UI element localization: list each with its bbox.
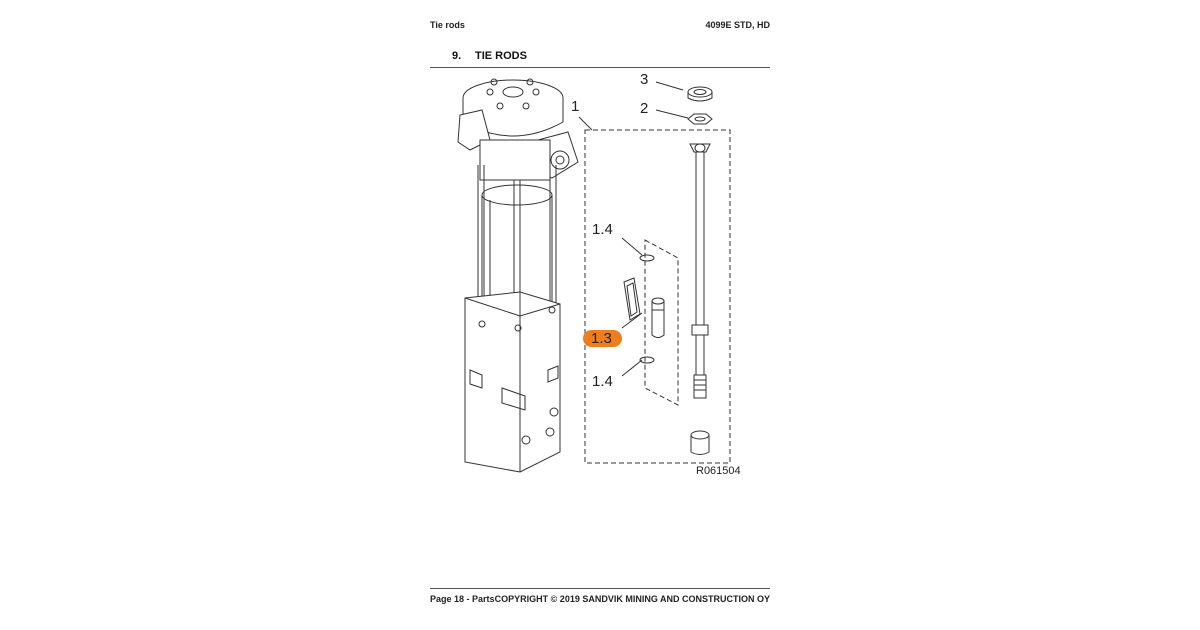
section-title: TIE RODS xyxy=(475,50,527,62)
group-1-3-outline xyxy=(644,239,679,406)
parts-drawing xyxy=(457,78,731,473)
callout-1-4-upper: 1.4 xyxy=(592,221,613,238)
heading-rule xyxy=(430,67,770,68)
drawing-reference-code: R061504 xyxy=(696,465,741,477)
section-heading: 9. TIE RODS xyxy=(430,50,770,68)
header-section-name: Tie rods xyxy=(430,20,465,30)
callout-1-3-highlighted: 1.3 xyxy=(583,330,622,347)
exploded-parts-diagram: 1 3 2 1.4 1.3 1.4 R061504 xyxy=(430,70,770,490)
group-1-outline xyxy=(584,129,731,464)
section-number: 9. xyxy=(452,50,462,62)
footer-page-number: Page 18 - Parts xyxy=(430,594,495,604)
callout-2: 2 xyxy=(640,100,649,117)
header-model: 4099E STD, HD xyxy=(705,20,770,30)
callout-1-4-lower: 1.4 xyxy=(592,373,613,390)
callout-3: 3 xyxy=(640,71,649,88)
rock-drill-assembly xyxy=(457,78,579,473)
callout-1: 1 xyxy=(571,98,580,115)
footer-rule xyxy=(430,588,770,589)
footer-copyright: COPYRIGHT © 2019 SANDVIK MINING AND CONS… xyxy=(494,594,770,604)
